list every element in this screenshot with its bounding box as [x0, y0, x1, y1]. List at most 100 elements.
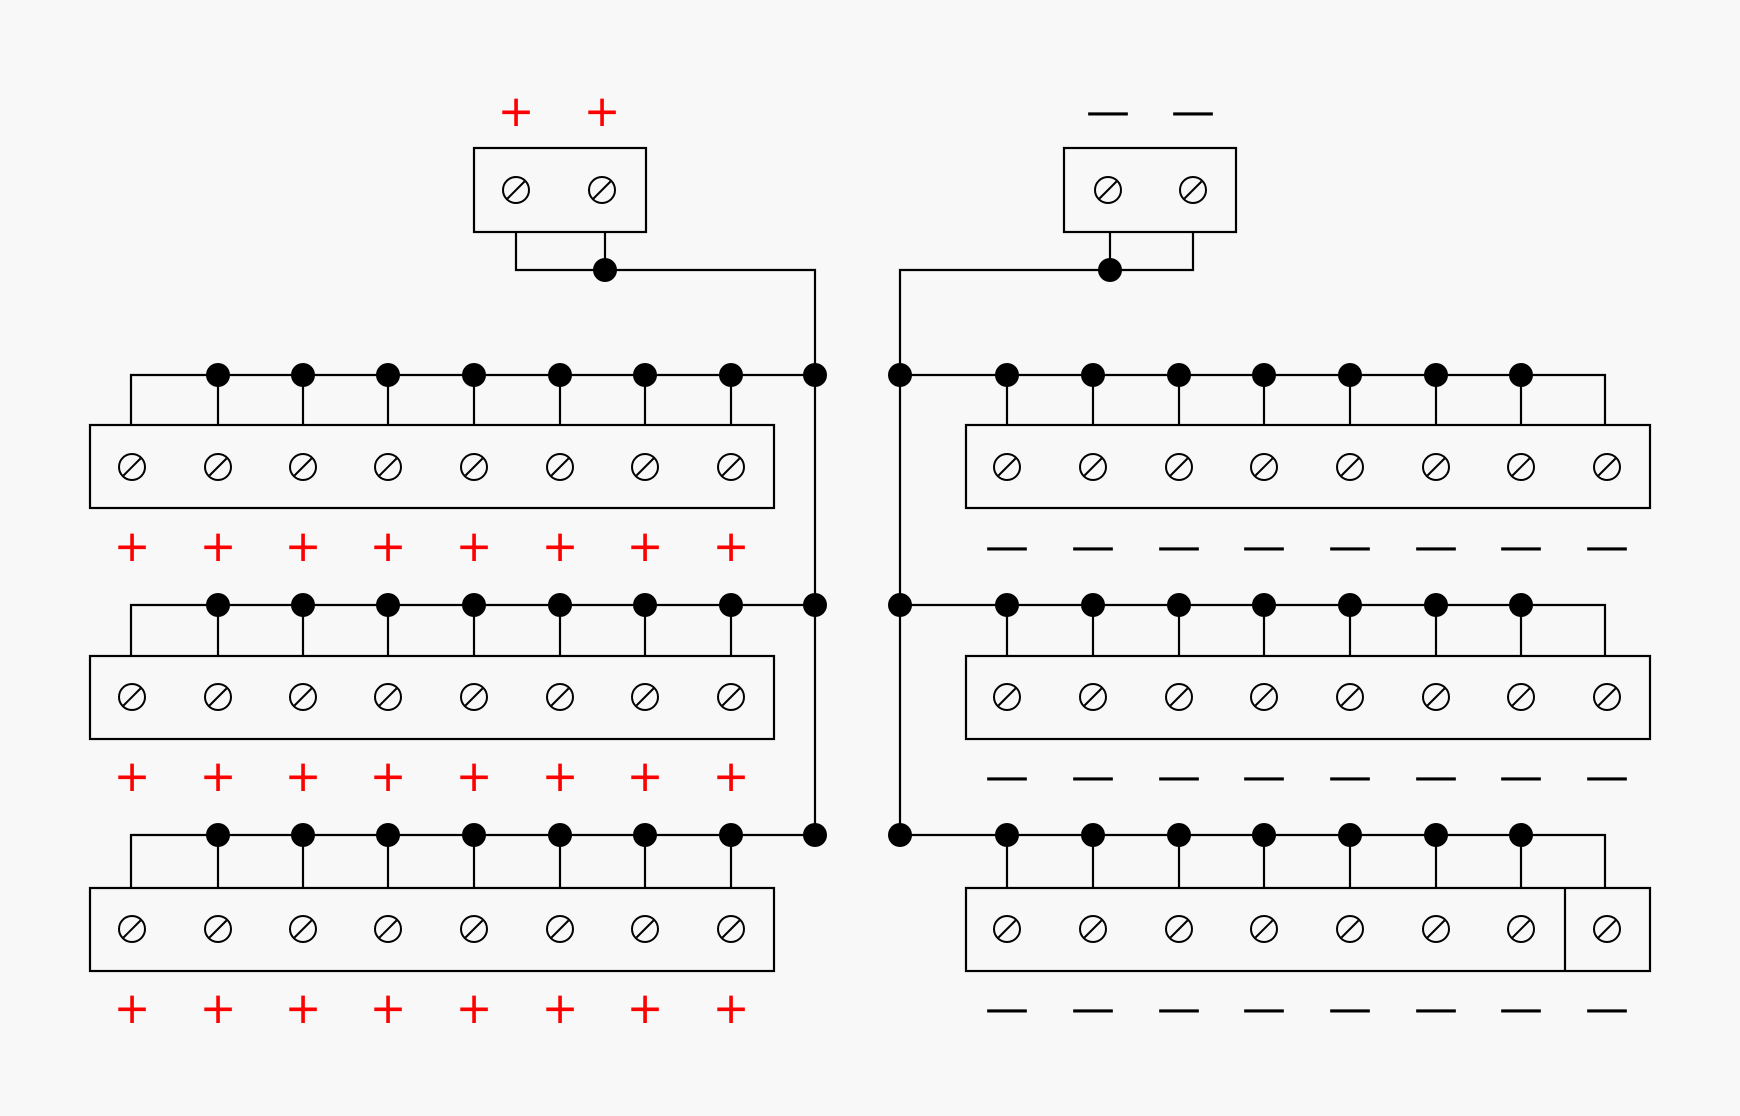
negative-feed-wire [898, 268, 1110, 375]
plus-label: + [285, 983, 322, 1034]
minus-label: — [1328, 521, 1372, 572]
positive-bus-wire [129, 603, 815, 656]
screw-terminal-icon [1336, 683, 1364, 711]
junction-dot-icon [206, 593, 230, 617]
plus-label: + [542, 751, 579, 802]
screw-slot [1597, 919, 1617, 939]
minus-label: — [1242, 521, 1286, 572]
minus-label: — [1499, 983, 1543, 1034]
screw-ring [1250, 915, 1278, 943]
minus-label: — [1499, 751, 1543, 802]
screw-slot [550, 687, 570, 707]
screw-ring [289, 915, 317, 943]
screw-ring [631, 915, 659, 943]
screw-terminal-icon [374, 683, 402, 711]
screw-terminal-icon [1165, 683, 1193, 711]
screw-terminal-icon [289, 683, 317, 711]
junction-dot-icon [462, 593, 486, 617]
junction-dot-icon [719, 593, 743, 617]
screw-terminal-icon [546, 453, 574, 481]
screw-slot [1511, 919, 1531, 939]
screw-slot [1426, 687, 1446, 707]
screw-slot [635, 919, 655, 939]
screw-slot [506, 180, 526, 200]
screw-terminal-icon [1336, 915, 1364, 943]
junction-dot-icon [995, 823, 1019, 847]
screw-slot [1426, 919, 1446, 939]
screw-ring [289, 453, 317, 481]
plus-label: + [285, 521, 322, 572]
junction-dot-icon [888, 823, 912, 847]
screw-terminal-icon [1336, 453, 1364, 481]
screw-ring [1593, 453, 1621, 481]
plus-label: + [713, 751, 750, 802]
screw-ring [1593, 915, 1621, 943]
minus-label: — [1242, 751, 1286, 802]
screw-ring [1079, 453, 1107, 481]
plus-label: + [542, 521, 579, 572]
junction-dot-icon [206, 823, 230, 847]
screw-ring [717, 453, 745, 481]
screw-terminal-icon [118, 453, 146, 481]
screw-slot [1511, 687, 1531, 707]
input-positive-block [472, 146, 648, 234]
screw-ring [1165, 915, 1193, 943]
screw-terminal-icon [1094, 176, 1122, 204]
screw-ring [460, 683, 488, 711]
screw-ring [204, 915, 232, 943]
minus-label: — [1157, 983, 1201, 1034]
screw-slot [1426, 457, 1446, 477]
minus-label: — [1071, 751, 1115, 802]
screw-terminal-icon [204, 915, 232, 943]
junction-dot-icon [719, 363, 743, 387]
screw-terminal-icon [204, 683, 232, 711]
screw-terminal-icon [118, 915, 146, 943]
screw-ring [118, 915, 146, 943]
screw-ring [502, 176, 530, 204]
screw-terminal-icon [1165, 453, 1193, 481]
screw-slot [378, 687, 398, 707]
screw-terminal-icon [631, 915, 659, 943]
screw-ring [546, 683, 574, 711]
junction-dot-icon [1252, 823, 1276, 847]
screw-slot [1083, 919, 1103, 939]
screw-terminal-icon [1593, 683, 1621, 711]
screw-terminal-icon [993, 683, 1021, 711]
screw-slot [464, 687, 484, 707]
plus-label: + [200, 751, 237, 802]
screw-ring [460, 453, 488, 481]
screw-terminal-icon [1079, 453, 1107, 481]
screw-ring [631, 453, 659, 481]
screw-slot [1083, 457, 1103, 477]
screw-slot [293, 457, 313, 477]
screw-slot [122, 457, 142, 477]
screw-terminal-icon [374, 915, 402, 943]
screw-ring [993, 453, 1021, 481]
junction-dot-icon [633, 823, 657, 847]
screw-terminal-icon [502, 176, 530, 204]
junction-dot-icon [1338, 593, 1362, 617]
plus-label: + [713, 521, 750, 572]
screw-terminal-icon [118, 683, 146, 711]
screw-ring [1336, 453, 1364, 481]
screw-terminal-icon [631, 453, 659, 481]
screw-ring [1079, 683, 1107, 711]
minus-label: — [1242, 983, 1286, 1034]
minus-label: — [1585, 521, 1629, 572]
screw-slot [1169, 457, 1189, 477]
junction-dot-icon [548, 593, 572, 617]
junction-dot-icon [1424, 363, 1448, 387]
screw-ring [118, 453, 146, 481]
junction-dot-icon [888, 593, 912, 617]
screw-terminal-icon [1250, 683, 1278, 711]
screw-ring [204, 453, 232, 481]
screw-ring [1079, 915, 1107, 943]
plus-label: + [584, 86, 621, 137]
plus-label: + [370, 983, 407, 1034]
screw-slot [1597, 457, 1617, 477]
screw-ring [1250, 453, 1278, 481]
minus-label: — [1071, 983, 1115, 1034]
plus-label: + [114, 983, 151, 1034]
junction-dot-icon [1424, 593, 1448, 617]
screw-terminal-icon [460, 915, 488, 943]
